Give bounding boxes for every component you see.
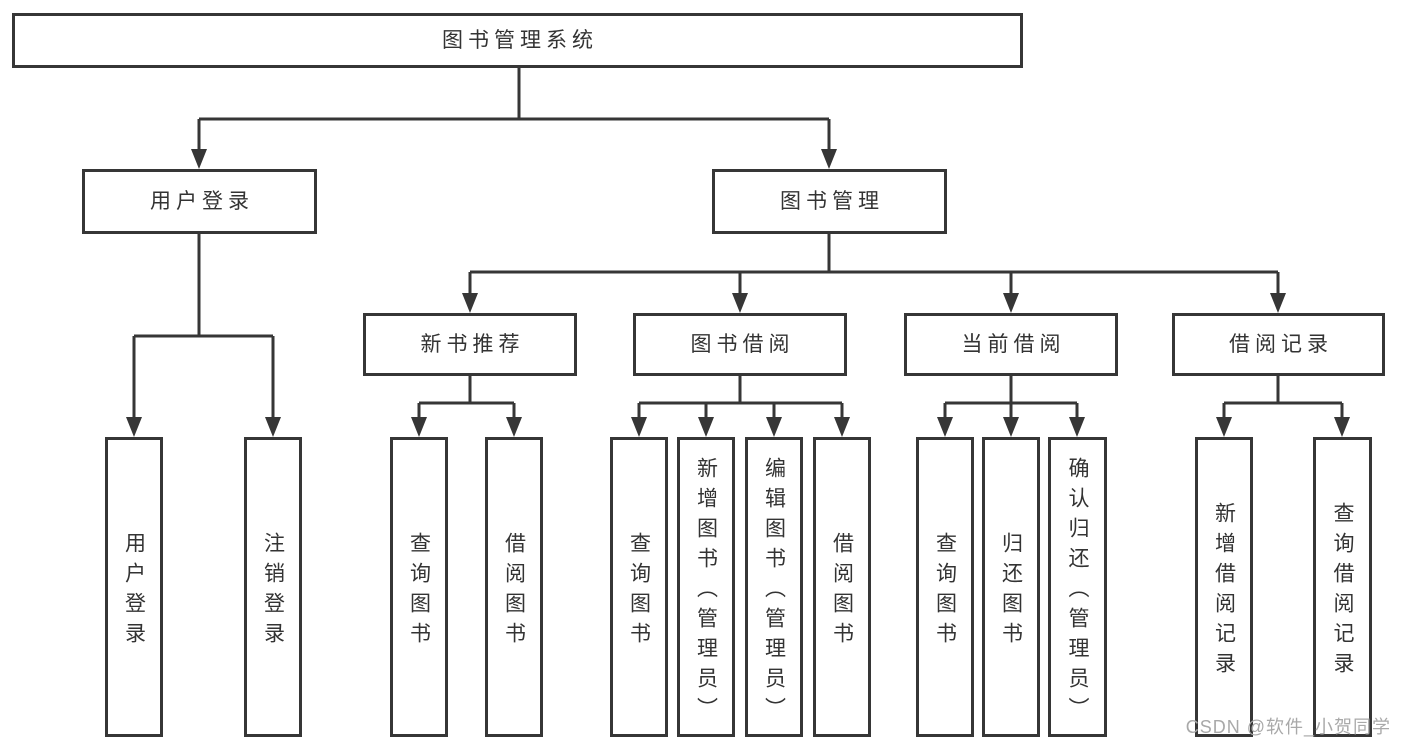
arrowhead-icon xyxy=(1334,417,1350,437)
leaf-user-login: 用户登录 xyxy=(105,437,163,737)
arrowhead-icon xyxy=(631,417,647,437)
node-label: 当前借阅 xyxy=(961,333,1066,356)
arrowhead-icon xyxy=(265,417,281,437)
leaf-query-books-1: 查询图书 xyxy=(390,437,448,737)
leaf-edit-book-admin: 编辑图书（管理员） xyxy=(745,437,803,737)
node-label: 新书推荐 xyxy=(420,333,525,356)
arrowhead-icon xyxy=(1003,417,1019,437)
arrowhead-icon xyxy=(834,417,850,437)
connector-user-login-to-leaves xyxy=(126,234,281,437)
leaf-confirm-return-admin: 确认归还（管理员） xyxy=(1048,437,1107,737)
connector-current-borrow-to-leaves xyxy=(937,376,1085,437)
connector-borrow-record-to-leaves xyxy=(1216,376,1350,437)
node-label: 查询借阅记录 xyxy=(1331,501,1354,682)
arrowhead-icon xyxy=(821,149,837,169)
node-label: 图书管理 xyxy=(780,190,884,213)
node-book-management: 图书管理 xyxy=(712,169,947,234)
node-label: 注销登录 xyxy=(261,531,285,652)
node-new-book-recommendation: 新书推荐 xyxy=(363,313,577,376)
node-label: 图书借阅 xyxy=(690,333,795,356)
arrowhead-icon xyxy=(191,149,207,169)
node-user-login: 用户登录 xyxy=(82,169,317,234)
arrowhead-icon xyxy=(937,417,953,437)
leaf-query-books-2: 查询图书 xyxy=(610,437,668,737)
node-label: 查询图书 xyxy=(933,531,957,652)
node-label: 查询图书 xyxy=(407,531,431,652)
connector-book-mgmt-to-level3 xyxy=(462,234,1286,313)
node-label: 新增借阅记录 xyxy=(1212,501,1236,682)
arrowhead-icon xyxy=(1270,293,1286,313)
arrowhead-icon xyxy=(1003,293,1019,313)
leaf-add-borrow-record: 新增借阅记录 xyxy=(1195,437,1253,737)
node-borrowing-records: 借阅记录 xyxy=(1172,313,1385,376)
arrowhead-icon xyxy=(698,417,714,437)
node-label: 图书管理系统 xyxy=(442,29,598,52)
node-label: 用户登录 xyxy=(150,190,254,213)
arrowhead-icon xyxy=(766,417,782,437)
leaf-add-book-admin: 新增图书（管理员） xyxy=(677,437,735,737)
csdn-watermark: CSDN @软件_小贺同学 xyxy=(1185,717,1391,737)
node-library-management-system: 图书管理系统 xyxy=(12,13,1023,68)
arrowhead-icon xyxy=(411,417,427,437)
connector-root-to-level2 xyxy=(191,68,837,169)
leaf-return-book: 归还图书 xyxy=(982,437,1040,737)
node-label: 确认归还（管理员） xyxy=(1066,456,1089,727)
node-current-borrowing: 当前借阅 xyxy=(904,313,1118,376)
node-label: 借阅图书 xyxy=(830,531,854,652)
arrowhead-icon xyxy=(1069,417,1085,437)
node-label: 归还图书 xyxy=(999,531,1023,652)
node-label: 查询图书 xyxy=(627,531,651,652)
leaf-borrow-books-1: 借阅图书 xyxy=(485,437,543,737)
arrowhead-icon xyxy=(732,293,748,313)
leaf-borrow-books-2: 借阅图书 xyxy=(813,437,871,737)
node-label: 借阅记录 xyxy=(1229,333,1333,356)
connector-new-book-rec-to-leaves xyxy=(411,376,522,437)
node-label: 新增图书（管理员） xyxy=(694,456,718,727)
arrowhead-icon xyxy=(126,417,142,437)
connector-book-borrow-to-leaves xyxy=(631,376,850,437)
leaf-query-books-3: 查询图书 xyxy=(916,437,974,737)
node-label: 借阅图书 xyxy=(502,531,526,652)
leaf-query-borrow-record: 查询借阅记录 xyxy=(1313,437,1372,737)
leaf-logout: 注销登录 xyxy=(244,437,302,737)
node-book-borrowing: 图书借阅 xyxy=(633,313,847,376)
node-label: 用户登录 xyxy=(122,531,146,652)
arrowhead-icon xyxy=(506,417,522,437)
arrowhead-icon xyxy=(1216,417,1232,437)
arrowhead-icon xyxy=(462,293,478,313)
node-label: 编辑图书（管理员） xyxy=(762,456,786,727)
